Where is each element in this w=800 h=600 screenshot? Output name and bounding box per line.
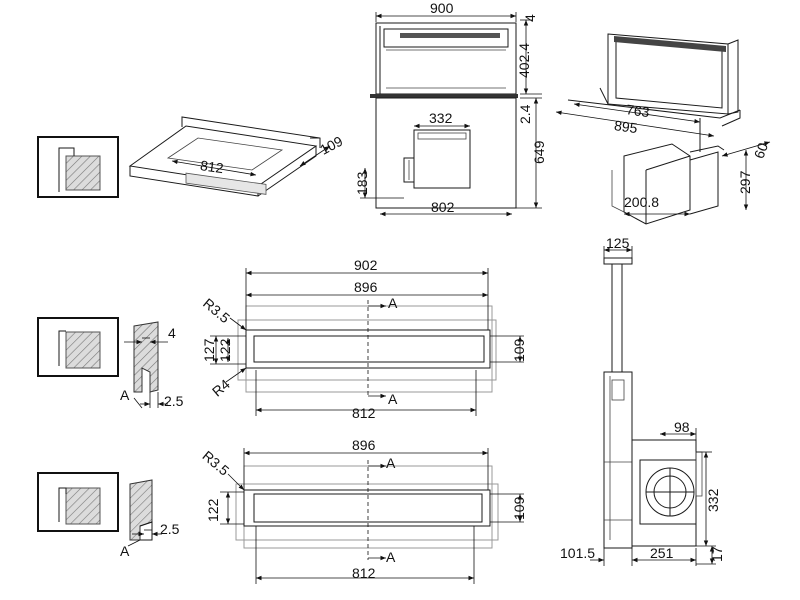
dim-649: 649 xyxy=(531,140,547,164)
section-mark-a-bottom: A xyxy=(120,543,130,559)
dim-109-worktop: 109 xyxy=(317,133,345,158)
dim-802: 802 xyxy=(431,199,455,215)
dim-200-8: 200.8 xyxy=(624,194,659,210)
dim-896-middle: 896 xyxy=(354,279,378,295)
dim-4-profile: 4 xyxy=(168,325,176,341)
dim-109-bottom: 109 xyxy=(511,496,527,520)
side-view-hood xyxy=(590,246,716,566)
dim-101-5: 101.5 xyxy=(560,545,595,561)
dim-297: 297 xyxy=(737,170,753,194)
dim-4-top: 4 xyxy=(522,14,538,22)
worktop-cutout-icon-top xyxy=(37,136,119,198)
cutout-plan-middle xyxy=(210,268,524,416)
dim-2-5-profile-bottom: 2.5 xyxy=(160,521,180,537)
dim-812-bottom: 812 xyxy=(352,565,376,581)
dim-895: 895 xyxy=(613,117,639,136)
dim-896-bottom: 896 xyxy=(352,437,376,453)
section-a-top-bottom: A xyxy=(386,455,396,471)
dim-402-4: 402.4 xyxy=(516,43,532,78)
dim-r3-5-bottom: R3.5 xyxy=(199,447,232,478)
dim-763: 763 xyxy=(625,101,651,120)
dim-122-bottom: 122 xyxy=(205,498,221,522)
section-a-top-middle: A xyxy=(388,295,398,311)
dim-2-4: 2.4 xyxy=(517,104,533,124)
dim-60: 60 xyxy=(751,140,771,160)
dim-332-side: 332 xyxy=(705,488,721,512)
front-view-hood xyxy=(360,12,542,217)
dim-17: 17 xyxy=(709,546,725,562)
worktop-cutout-icon-bottom xyxy=(37,472,119,532)
dim-122-middle: 122 xyxy=(217,338,233,362)
section-a-bottom-bottom: A xyxy=(386,549,396,565)
dim-251: 251 xyxy=(650,545,674,561)
worktop-cutout-icon-middle xyxy=(37,317,119,377)
dim-902: 902 xyxy=(354,257,378,273)
dim-98: 98 xyxy=(674,419,690,435)
perspective-view-hood xyxy=(555,33,771,225)
dim-127: 127 xyxy=(201,338,217,362)
dim-812-worktop: 812 xyxy=(199,157,225,176)
dim-812-middle: 812 xyxy=(352,405,376,421)
edge-profile-detail-middle xyxy=(124,321,168,409)
worktop-perspective-view xyxy=(128,116,331,197)
cutout-plan-bottom xyxy=(220,448,524,584)
section-a-bottom-middle: A xyxy=(388,391,398,407)
edge-profile-detail-bottom xyxy=(127,479,162,547)
dim-332-motor: 332 xyxy=(429,110,453,126)
section-mark-a-middle: A xyxy=(120,387,130,403)
dim-2-5-profile-middle: 2.5 xyxy=(164,393,184,409)
dim-r3-5-middle: R3.5 xyxy=(200,295,233,326)
dim-900: 900 xyxy=(430,0,454,16)
dim-125: 125 xyxy=(606,235,630,251)
dim-183: 183 xyxy=(354,171,370,195)
dim-109-middle: 109 xyxy=(511,338,527,362)
